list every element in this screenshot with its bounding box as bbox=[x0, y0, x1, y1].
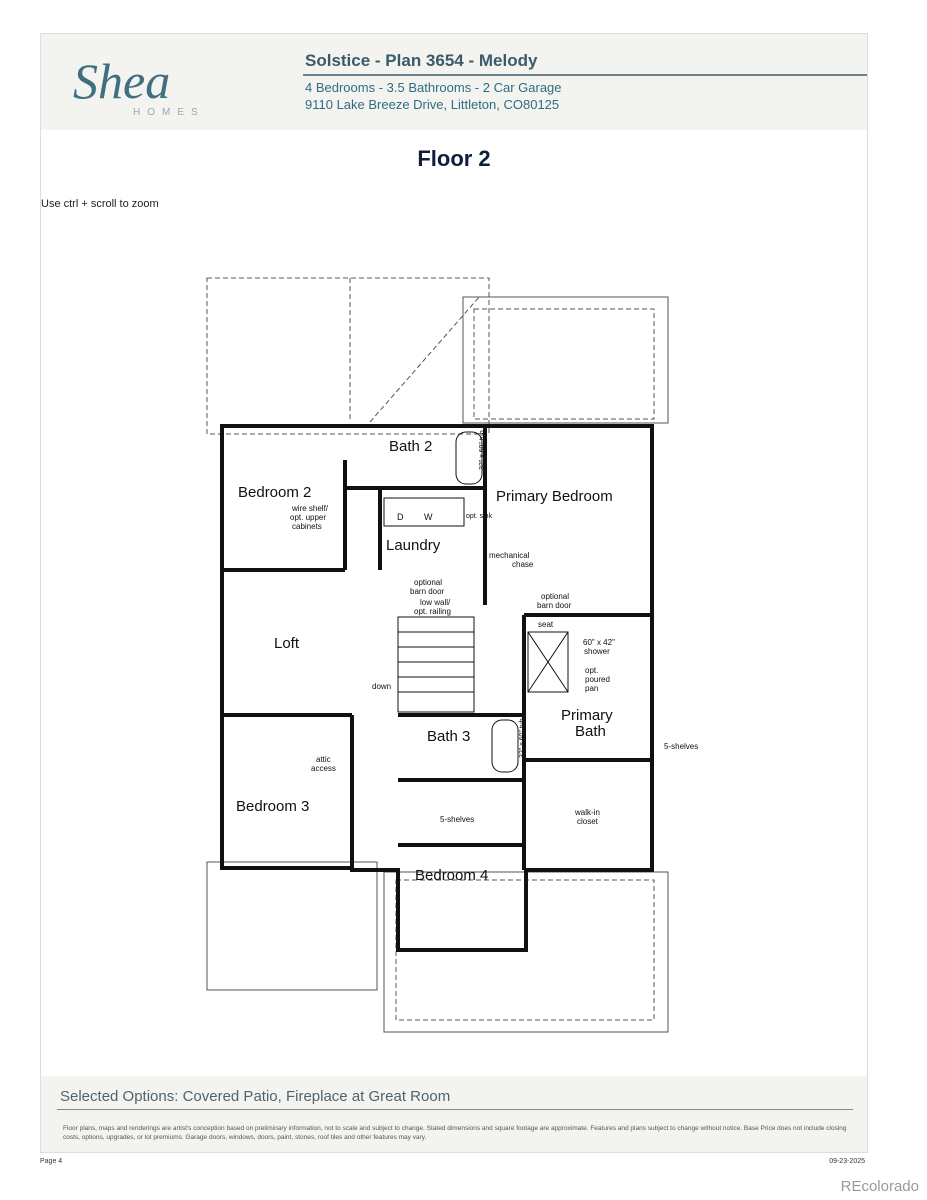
brochure-page: Shea HOMES Solstice - Plan 3654 - Melody… bbox=[40, 33, 868, 1153]
date: 09-23-2025 bbox=[829, 1158, 865, 1165]
note: access bbox=[311, 764, 336, 773]
note: closet bbox=[577, 817, 599, 826]
note: opt. railing bbox=[414, 607, 451, 616]
note: 60" x 42" bbox=[583, 638, 615, 647]
note: low wall/ bbox=[420, 598, 451, 607]
room-label-primary-bath: Primary bbox=[561, 707, 613, 724]
footer: Selected Options: Covered Patio, Firepla… bbox=[41, 1076, 867, 1152]
tub-label: 32" x 60" tub bbox=[519, 718, 526, 758]
note: mechanical bbox=[489, 551, 530, 560]
divider bbox=[303, 74, 867, 76]
dryer-label: D bbox=[397, 512, 404, 522]
plan-title: Solstice - Plan 3654 - Melody bbox=[305, 51, 538, 70]
note: barn door bbox=[537, 601, 572, 610]
note: wire shelf/ bbox=[291, 504, 329, 513]
selected-options: Selected Options: Covered Patio, Firepla… bbox=[60, 1088, 451, 1105]
note: optional bbox=[414, 578, 442, 587]
room-label-bath-2: Bath 2 bbox=[389, 438, 432, 455]
note: seat bbox=[538, 620, 554, 629]
washer-label: W bbox=[424, 512, 433, 522]
address: 9110 Lake Breeze Drive, Littleton, CO801… bbox=[305, 97, 560, 112]
note: 5-shelves bbox=[664, 742, 698, 751]
room-label-primary-bedroom: Primary Bedroom bbox=[496, 488, 613, 505]
note: optional bbox=[541, 592, 569, 601]
zoom-hint: Use ctrl + scroll to zoom bbox=[41, 198, 159, 210]
plan-specs: 4 Bedrooms - 3.5 Bathrooms - 2 Car Garag… bbox=[305, 80, 562, 95]
svg-text:Shea: Shea bbox=[73, 53, 170, 109]
divider bbox=[57, 1109, 853, 1110]
room-label-bath-3: Bath 3 bbox=[427, 728, 470, 745]
note: opt. bbox=[585, 666, 598, 675]
note: 5-shelves bbox=[440, 815, 474, 824]
note: barn door bbox=[410, 587, 445, 596]
room-label-loft: Loft bbox=[274, 635, 300, 652]
room-label-bedroom-2: Bedroom 2 bbox=[238, 484, 311, 501]
note: opt. sink bbox=[466, 513, 493, 520]
floor-title: Floor 2 bbox=[417, 146, 491, 171]
note: shower bbox=[584, 647, 610, 656]
svg-text:HOMES: HOMES bbox=[133, 107, 205, 118]
note: pan bbox=[585, 684, 598, 693]
tub-label: 32" x 60" tub bbox=[479, 430, 486, 470]
room-label-bedroom-4: Bedroom 4 bbox=[415, 867, 488, 884]
stairs-down-label: down bbox=[372, 682, 391, 691]
watermark: REcolorado bbox=[840, 1178, 919, 1195]
room-label-primary-bath: Bath bbox=[575, 723, 606, 740]
shea-homes-logo: Shea HOMES bbox=[73, 53, 205, 118]
note: poured bbox=[585, 675, 610, 684]
note: attic bbox=[316, 755, 331, 764]
note: opt. upper bbox=[290, 513, 326, 522]
header: Shea HOMES Solstice - Plan 3654 - Melody… bbox=[41, 34, 867, 130]
room-label-bedroom-3: Bedroom 3 bbox=[236, 798, 309, 815]
note: cabinets bbox=[292, 522, 322, 531]
page-number: Page 4 bbox=[40, 1158, 63, 1165]
room-label-laundry: Laundry bbox=[386, 537, 441, 554]
note: walk-in bbox=[574, 808, 600, 817]
disclaimer: Floor plans, maps and renderings are art… bbox=[63, 1125, 847, 1141]
note: chase bbox=[512, 560, 534, 569]
